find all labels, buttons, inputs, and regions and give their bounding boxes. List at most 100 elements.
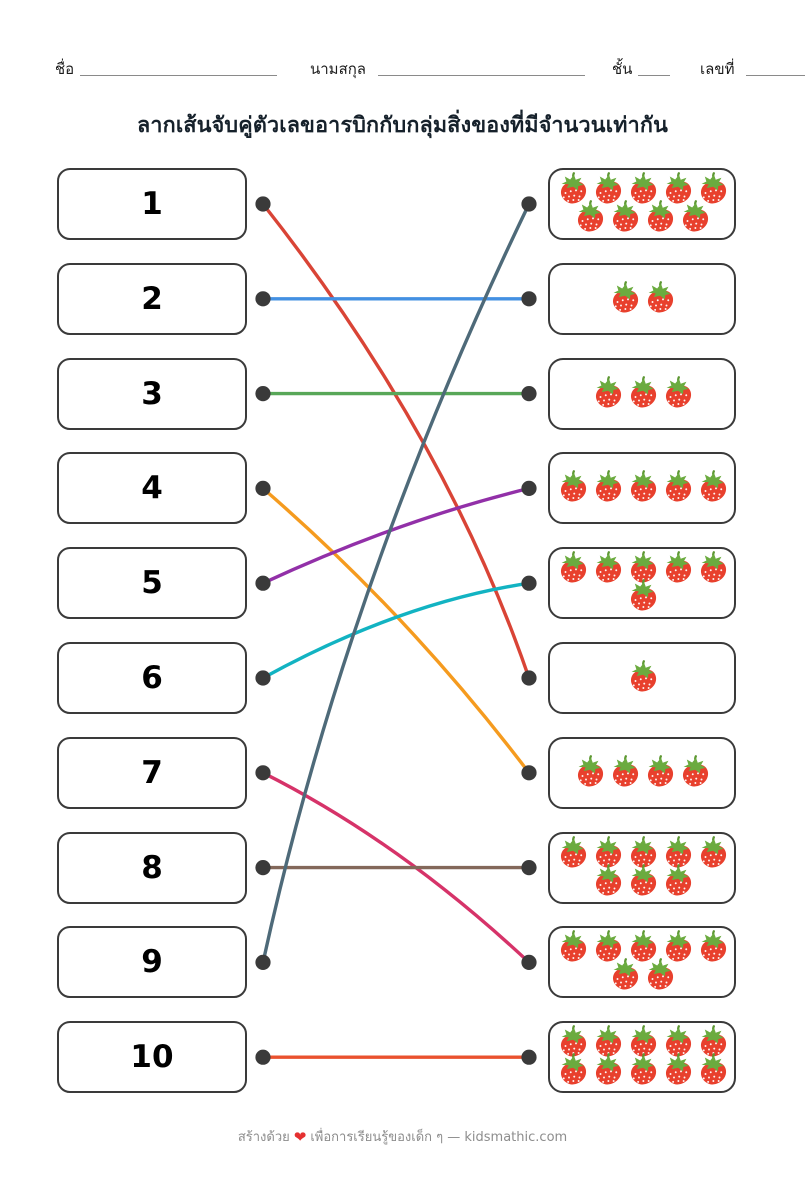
footer: สร้างด้วย❤เพื่อการเรียนรู้ของเด็ก ๆ — ki… xyxy=(0,1126,805,1147)
right-dot xyxy=(521,765,537,781)
strawberry-icon xyxy=(660,470,695,505)
strawberry-box xyxy=(548,168,736,240)
strawberry-icon xyxy=(555,470,590,505)
strawberry-icon xyxy=(695,836,730,871)
number-label: เลขที่ xyxy=(700,60,735,78)
right-dot xyxy=(521,670,537,686)
connection-line xyxy=(261,486,531,585)
strawberry-icon xyxy=(590,470,625,505)
strawberry-icon xyxy=(625,1053,660,1088)
strawberry-icon xyxy=(555,1053,590,1088)
strawberry-box xyxy=(548,547,736,619)
number-blank xyxy=(746,58,805,76)
strawberry-icon xyxy=(695,551,730,586)
number-box: 2 xyxy=(57,263,247,335)
connection-line xyxy=(261,202,531,965)
strawberry-icon xyxy=(642,958,677,993)
number-label: 1 xyxy=(141,186,163,222)
connection-line xyxy=(261,486,531,775)
strawberry-row xyxy=(572,200,712,235)
left-dot xyxy=(255,860,271,876)
number-box: 9 xyxy=(57,926,247,998)
worksheet-title: ลากเส้นจับคู่ตัวเลขอารบิกกับกลุ่มสิ่งของ… xyxy=(136,113,669,138)
strawberry-box xyxy=(548,926,736,998)
number-box: 5 xyxy=(57,547,247,619)
number-box: 8 xyxy=(57,832,247,904)
strawberry-box xyxy=(548,452,736,524)
strawberry-icon xyxy=(590,864,625,899)
strawberry-icon xyxy=(572,200,607,235)
right-dot xyxy=(521,1049,537,1065)
left-dot xyxy=(255,765,271,781)
right-dot xyxy=(521,860,537,876)
left-dot xyxy=(255,480,271,496)
strawberry-icon xyxy=(660,864,695,899)
surname-label: นามสกุล xyxy=(310,60,366,78)
left-dot xyxy=(255,575,271,591)
strawberry-icon xyxy=(607,958,642,993)
strawberry-icon xyxy=(555,836,590,871)
strawberry-icon xyxy=(695,1053,730,1088)
strawberry-icon xyxy=(660,1053,695,1088)
strawberry-icon xyxy=(642,200,677,235)
name-blank xyxy=(80,58,277,76)
strawberry-icon xyxy=(625,864,660,899)
strawberry-icon xyxy=(642,755,677,790)
number-label: 5 xyxy=(141,565,163,601)
strawberry-icon xyxy=(642,281,677,316)
number-label: 6 xyxy=(141,660,163,696)
strawberry-icon xyxy=(572,755,607,790)
strawberry-icon xyxy=(555,551,590,586)
strawberry-row xyxy=(590,864,695,899)
number-label: 10 xyxy=(130,1039,174,1075)
strawberry-row xyxy=(625,660,660,695)
surname-blank xyxy=(378,58,585,76)
strawberry-icon xyxy=(625,376,660,411)
strawberry-row xyxy=(572,755,712,790)
number-label: 8 xyxy=(141,850,163,886)
strawberry-row xyxy=(607,958,677,993)
left-dot xyxy=(255,954,271,971)
strawberry-icon xyxy=(660,551,695,586)
number-box: 10 xyxy=(57,1021,247,1093)
number-box: 3 xyxy=(57,358,247,430)
strawberry-box xyxy=(548,358,736,430)
strawberry-icon xyxy=(695,930,730,965)
heart-icon: ❤ xyxy=(293,1128,307,1146)
right-dot xyxy=(521,196,537,212)
strawberry-icon xyxy=(590,1053,625,1088)
left-dot xyxy=(255,386,271,402)
left-dot xyxy=(255,670,271,686)
footer-suffix: เพื่อการเรียนรู้ของเด็ก ๆ — kidsmathic.c… xyxy=(310,1130,568,1145)
strawberry-icon xyxy=(695,470,730,505)
strawberry-box xyxy=(548,737,736,809)
number-box: 7 xyxy=(57,737,247,809)
strawberry-icon xyxy=(677,755,712,790)
strawberry-row xyxy=(555,1053,730,1088)
class-label: ชั้น xyxy=(612,60,633,78)
strawberry-icon xyxy=(625,660,660,695)
strawberry-box xyxy=(548,642,736,714)
strawberry-row xyxy=(555,470,730,505)
number-box: 4 xyxy=(57,452,247,524)
left-dot xyxy=(255,196,271,212)
number-box: 1 xyxy=(57,168,247,240)
strawberry-icon xyxy=(555,930,590,965)
strawberry-row xyxy=(625,579,660,614)
strawberry-icon xyxy=(607,281,642,316)
number-label: 2 xyxy=(141,281,163,317)
number-box: 6 xyxy=(57,642,247,714)
right-dot xyxy=(521,954,537,971)
strawberry-icon xyxy=(677,200,712,235)
strawberry-box xyxy=(548,1021,736,1093)
right-dot xyxy=(521,575,537,591)
strawberry-icon xyxy=(625,470,660,505)
connection-line xyxy=(261,202,531,680)
strawberry-row xyxy=(590,376,695,411)
number-label: 4 xyxy=(141,470,163,506)
left-dot xyxy=(255,1049,271,1065)
strawberry-row xyxy=(607,281,677,316)
right-dot xyxy=(521,386,537,402)
connection-line xyxy=(261,771,531,965)
